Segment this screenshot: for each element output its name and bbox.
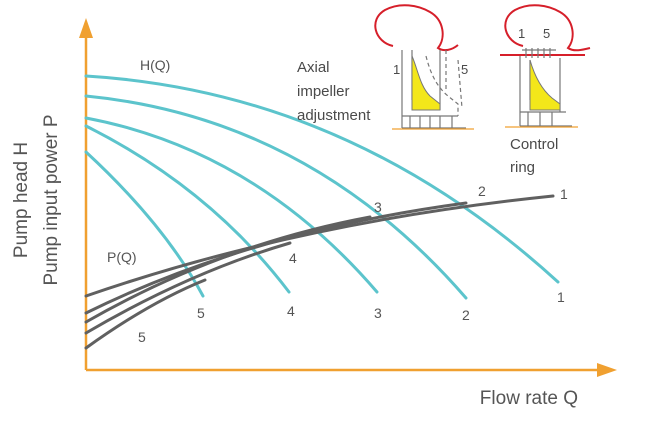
- axial-adjustment-label-line1: Axial: [297, 59, 330, 76]
- axial-adjustment-pump-sketch: 1 5: [374, 4, 474, 130]
- axial-position-start-num: 1: [393, 62, 400, 77]
- head-curve-4: [84, 124, 291, 294]
- head-curve-1: [84, 74, 560, 284]
- axial-adjustment-label-line2: impeller: [297, 83, 350, 100]
- axial-position-end-num: 5: [461, 62, 468, 77]
- power-curve-label: P(Q): [107, 249, 137, 265]
- y-axis-arrow-icon: [79, 18, 93, 38]
- power-curves: [84, 194, 555, 350]
- control-ring-pump-sketch: 1 5: [500, 4, 591, 128]
- ring-position-start-num: 1: [518, 26, 525, 41]
- impeller-shifted-outline: [425, 50, 463, 116]
- power-curve-1-num: 1: [560, 186, 568, 202]
- y-axis-title-power: Pump input power P: [41, 114, 62, 285]
- power-curve-3: [84, 215, 372, 324]
- control-ring-label-line1: Control: [510, 136, 558, 153]
- control-ring-impeller-icon: [529, 59, 561, 111]
- control-ring-volute-icon: [504, 4, 591, 52]
- head-curve-label: H(Q): [140, 57, 170, 73]
- power-curve-2-num: 2: [478, 183, 486, 199]
- power-curve-2: [84, 201, 468, 315]
- x-axis-title: Flow rate Q: [480, 388, 578, 409]
- axial-adjustment-label-line3: adjustment: [297, 107, 371, 124]
- head-curve-3: [84, 116, 379, 294]
- power-curve-5: [84, 278, 207, 350]
- head-curve-5: [84, 150, 205, 298]
- power-curve-4-num: 4: [289, 250, 297, 266]
- impeller-icon: [411, 55, 441, 111]
- ring-position-end-num: 5: [543, 26, 550, 41]
- head-curve-2: [84, 94, 468, 300]
- power-curve-4: [84, 241, 292, 335]
- head-curve-3-num: 3: [374, 305, 382, 321]
- head-curve-1-num: 1: [557, 289, 565, 305]
- volute-casing-icon: [374, 4, 459, 52]
- power-curve-3-num: 3: [374, 199, 382, 215]
- head-curves: [84, 74, 560, 300]
- head-curve-2-num: 2: [462, 307, 470, 323]
- y-axis-title-head: Pump head H: [11, 142, 32, 258]
- control-ring-label-line2: ring: [510, 159, 535, 176]
- x-axis-arrow-icon: [597, 363, 617, 377]
- head-curve-5-num: 5: [197, 305, 205, 321]
- power-curve-1: [84, 194, 555, 298]
- head-curve-4-num: 4: [287, 303, 295, 319]
- power-curve-5-num: 5: [138, 329, 146, 345]
